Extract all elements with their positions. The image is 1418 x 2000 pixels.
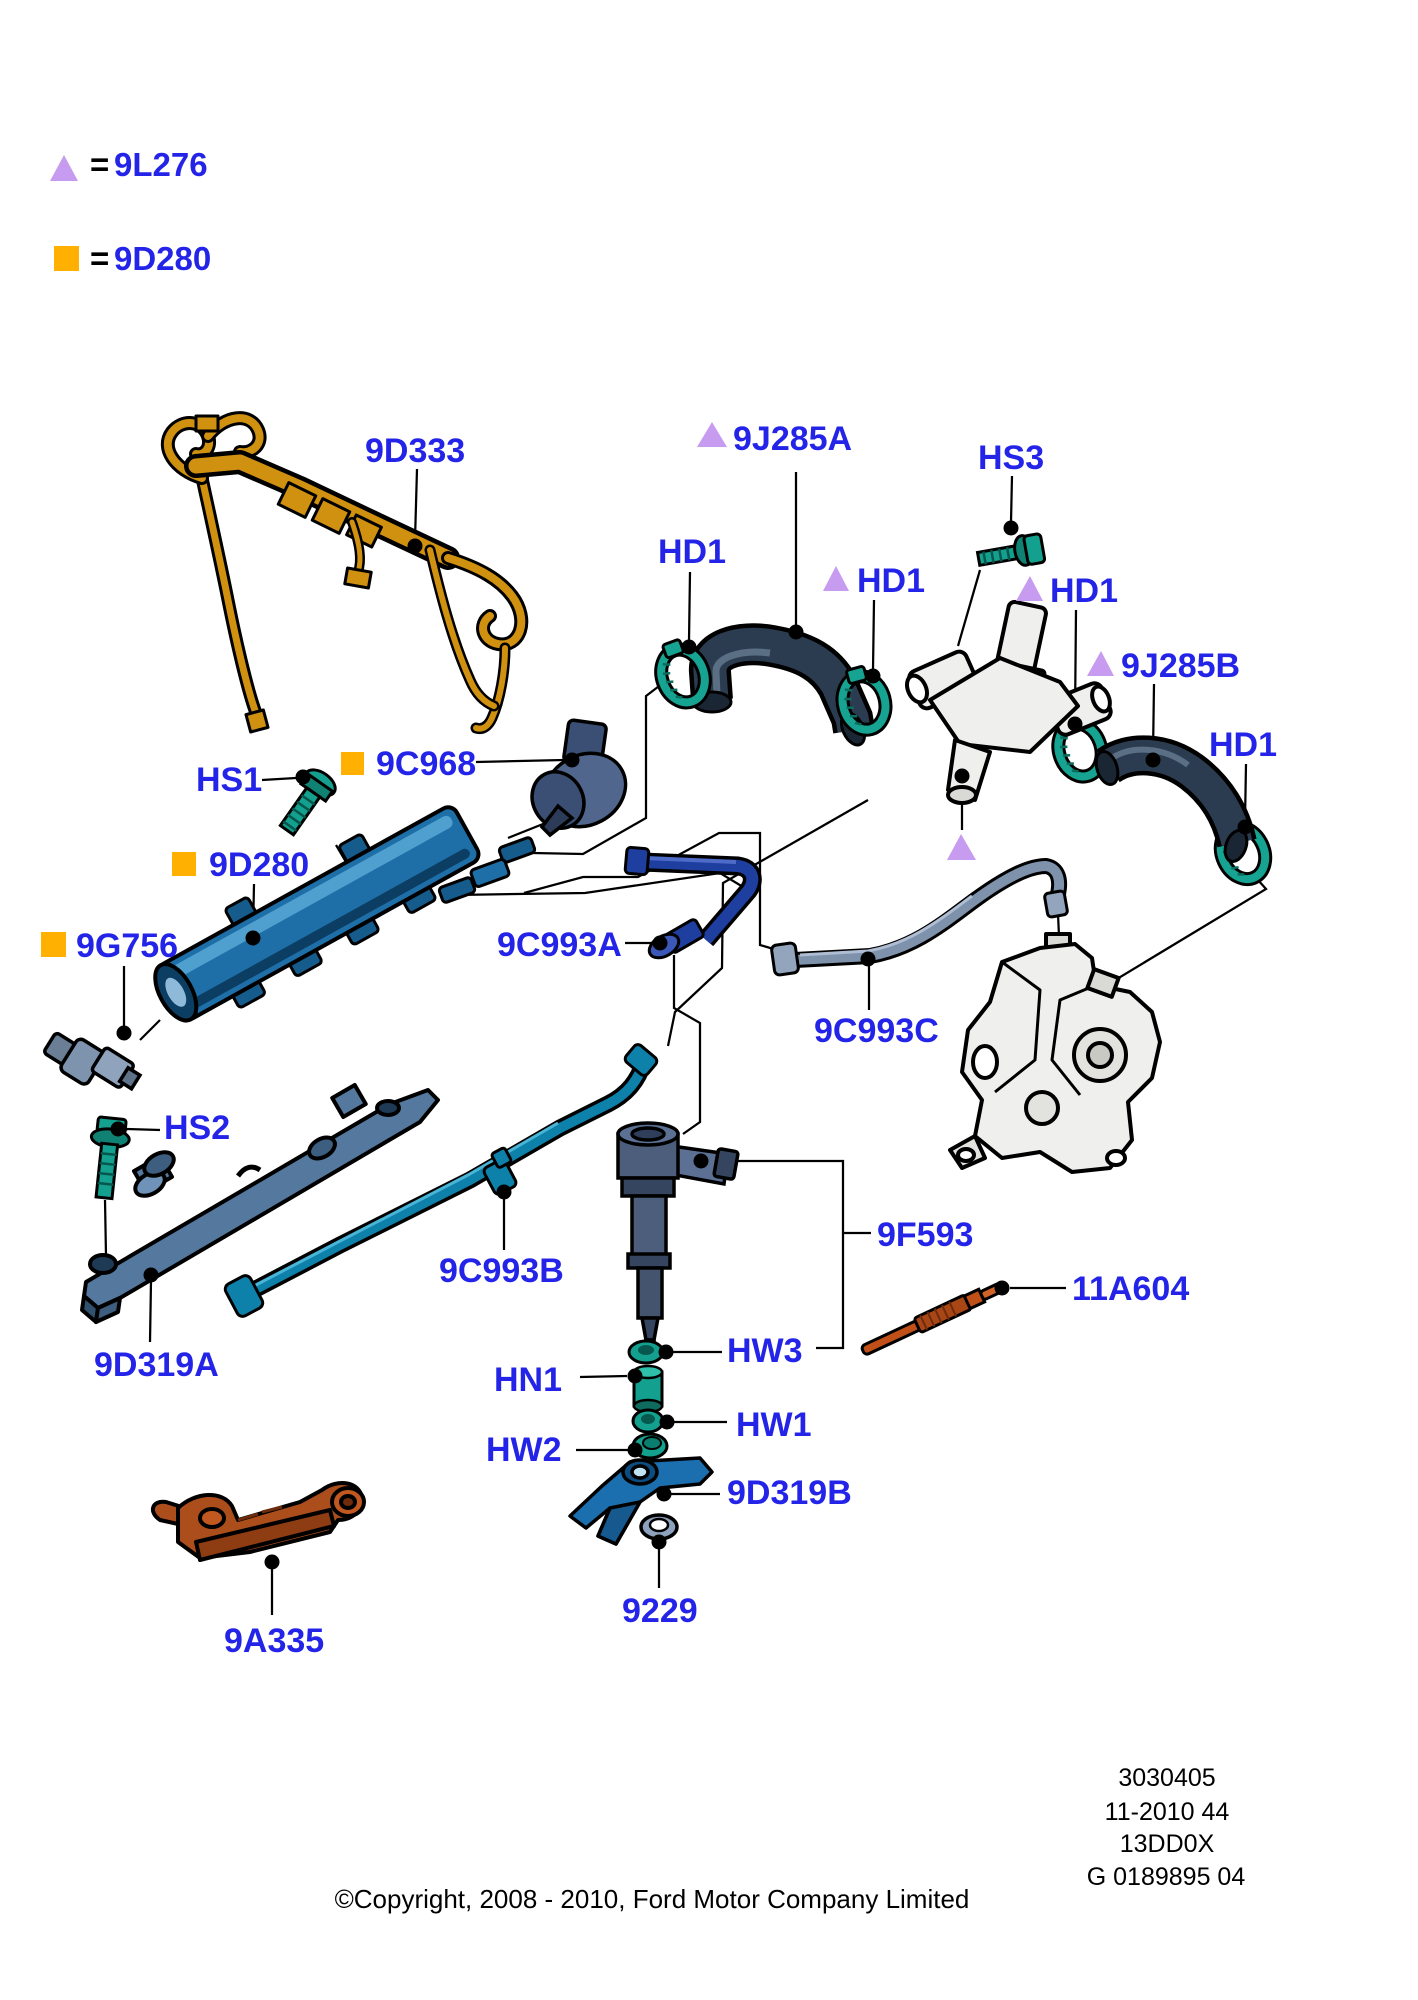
copyright-line: ©Copyright, 2008 - 2010, Ford Motor Comp… (335, 1884, 970, 1914)
legend-code-9d280: 9D280 (114, 240, 211, 277)
part-9c993a-pipe (623, 845, 762, 960)
square-marker-9c968 (341, 752, 364, 775)
part-fuel-distribution-block (904, 599, 1113, 805)
label-hw1: HW1 (736, 1406, 812, 1444)
leader-dots (110, 520, 1253, 1570)
label-9c993c: 9C993C (814, 1012, 939, 1050)
triangle-marker-9j285b (1087, 651, 1114, 676)
legend-code-9l276: 9L276 (114, 146, 208, 183)
footer-doc-number: 3030405 (1118, 1764, 1215, 1792)
label-hs2: HS2 (164, 1109, 230, 1147)
label-hd1-b: HD1 (857, 562, 925, 600)
label-9j285a: 9J285A (733, 420, 852, 458)
footer-drawing-ref: G 0189895 04 (1087, 1863, 1246, 1891)
label-9c993a: 9C993A (497, 926, 622, 964)
label-9c993b: 9C993B (439, 1252, 564, 1290)
label-9d280: 9D280 (209, 846, 309, 884)
label-hn1: HN1 (494, 1361, 562, 1399)
part-9d319a-mounting-bar (80, 1082, 440, 1324)
part-9g756-sensor (43, 1031, 143, 1092)
legend-equals-2: = (90, 240, 109, 277)
leader-lines (103, 468, 1268, 1615)
label-hd1-d: HD1 (1209, 726, 1277, 764)
part-markers (41, 422, 1114, 957)
label-9d319a: 9D319A (94, 1346, 219, 1384)
footer-block: 3030405 11-2010 44 13DD0X G 0189895 04 ©… (335, 1764, 1246, 1914)
label-9229: 9229 (622, 1592, 698, 1630)
label-9a335: 9A335 (224, 1622, 324, 1660)
triangle-marker-block-9l276 (947, 834, 976, 860)
label-9j285b: 9J285B (1121, 647, 1240, 685)
label-11a604: 11A604 (1072, 1270, 1189, 1308)
part-9f593-injector (616, 1121, 740, 1350)
part-9d280-fuel-rail (153, 805, 481, 1023)
part-hn1-nut (632, 1364, 664, 1414)
footer-sheet-code: 13DD0X (1120, 1830, 1215, 1858)
square-marker-9g756 (41, 932, 66, 957)
part-9j285a-hose (689, 623, 875, 747)
label-hd1-c: HD1 (1050, 572, 1118, 610)
square-marker-9d280 (172, 852, 196, 876)
label-hw2: HW2 (486, 1431, 562, 1469)
part-9d319b-clamp (568, 1456, 714, 1546)
label-9d319b: 9D319B (727, 1474, 852, 1512)
part-9c993c-pipe (770, 857, 1069, 977)
triangle-marker-hd1-b (823, 566, 849, 591)
part-9a335-bracket (150, 1481, 366, 1562)
footer-revision: 11-2010 44 (1105, 1798, 1230, 1826)
label-9d333: 9D333 (365, 432, 465, 470)
legend-equals: = (90, 146, 109, 183)
triangle-marker-9j285a (697, 422, 727, 447)
part-9c993b-pipe (223, 1043, 659, 1318)
part-9j285b-hose (1094, 735, 1257, 863)
label-hs1: HS1 (196, 761, 262, 799)
legend-square-icon (54, 246, 79, 271)
part-hw1-washer (631, 1408, 665, 1434)
part-hw3-washer (627, 1339, 665, 1365)
part-hs3-screw (975, 532, 1047, 568)
part-9229-seal (639, 1513, 679, 1541)
label-hw3: HW3 (727, 1332, 803, 1370)
label-9c968: 9C968 (376, 745, 476, 783)
part-9c968-sensor (530, 718, 628, 838)
part-11a604-glow-plug (860, 1282, 1005, 1356)
rail-outlet-ports (437, 836, 537, 904)
part-hs1-screw (278, 768, 337, 837)
legend: = 9L276 = 9D280 (50, 146, 211, 277)
label-hs3: HS3 (978, 439, 1044, 477)
label-hd1-a: HD1 (658, 533, 726, 571)
triangle-marker-hd1-c (1016, 576, 1043, 601)
part-9d333-wiring-harness (160, 411, 529, 735)
legend-triangle-icon (50, 155, 78, 181)
label-9g756: 9G756 (76, 927, 178, 965)
part-labels: 9D333 9J285A HS3 HD1 HD1 HD1 9J285B HD1 … (76, 420, 1277, 1660)
part-injection-pump (948, 932, 1162, 1174)
label-9f593: 9F593 (877, 1216, 973, 1254)
